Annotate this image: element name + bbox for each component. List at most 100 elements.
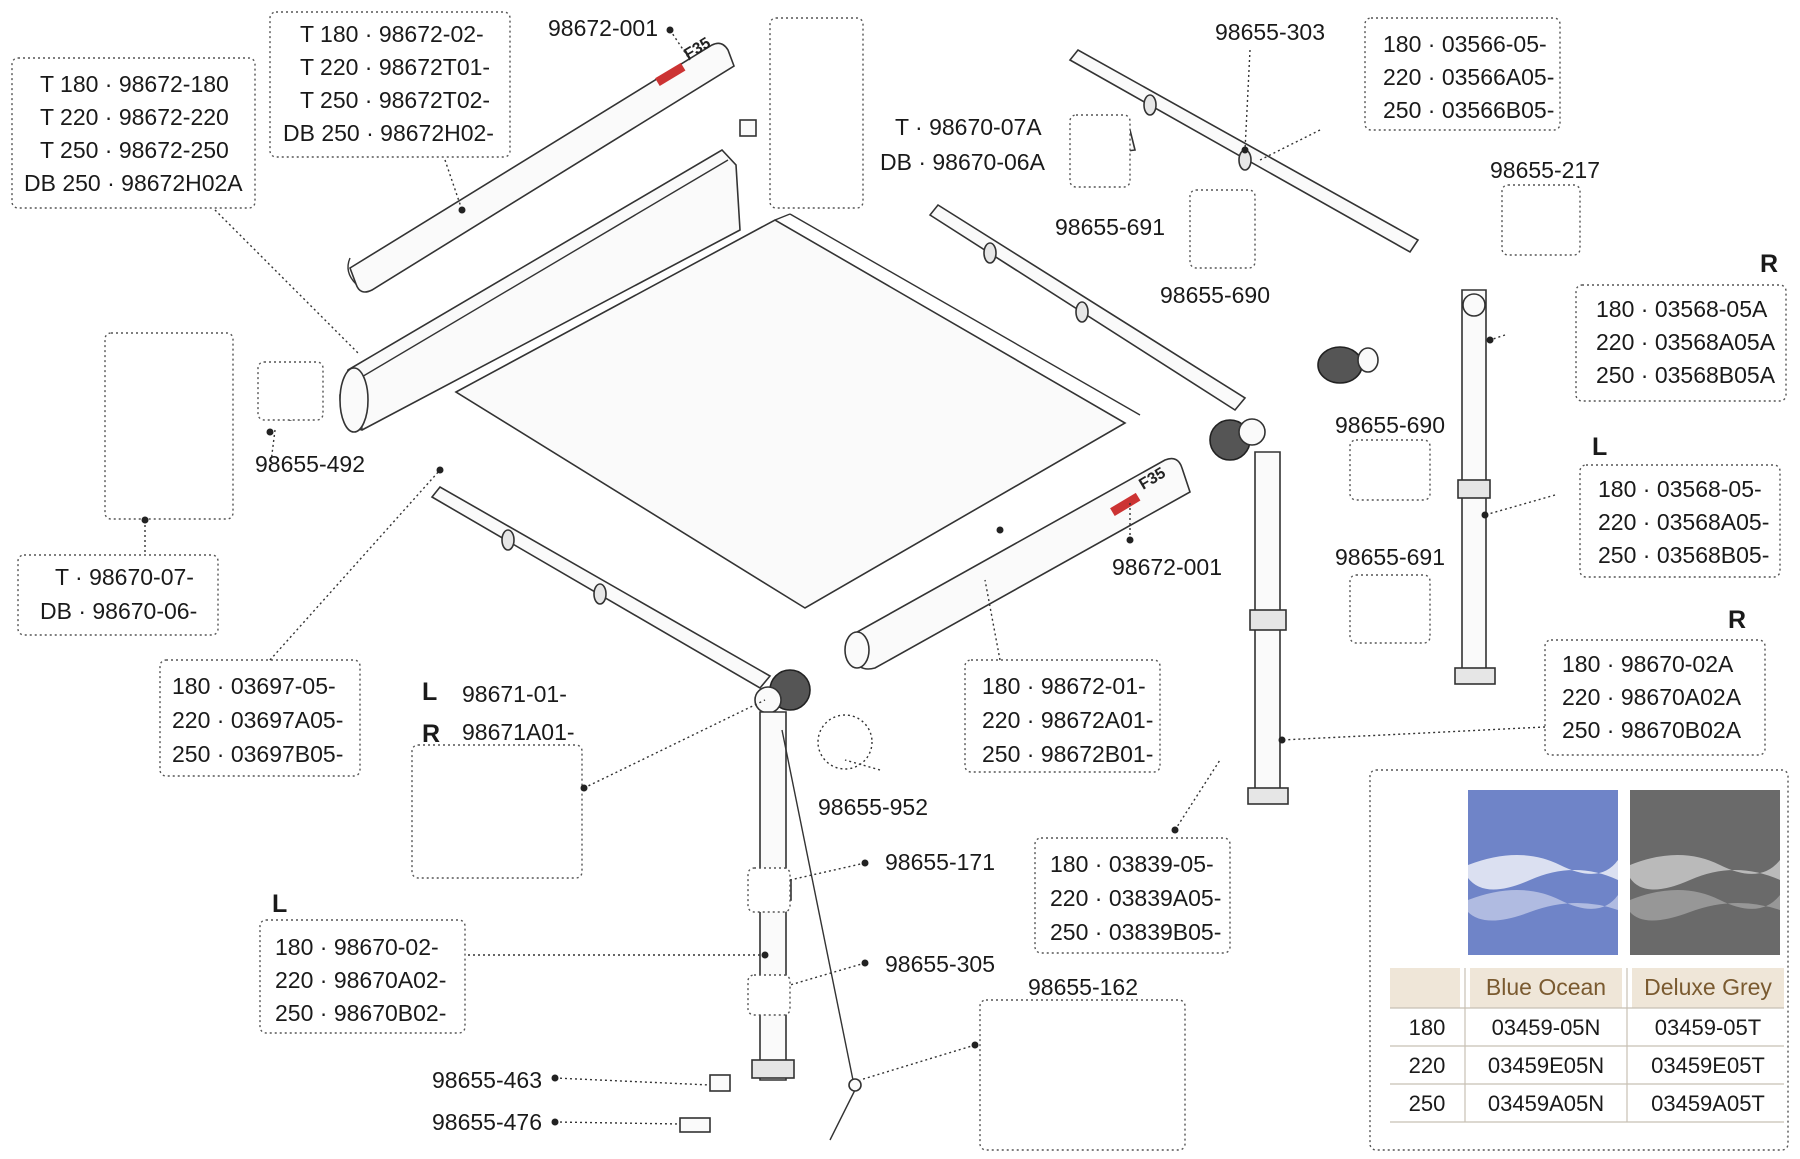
callout-line: 250 · 98670B02A bbox=[1562, 717, 1742, 743]
table-cell: 03459E05T bbox=[1651, 1053, 1765, 1078]
callout-line: 220 · 98670A02A bbox=[1562, 684, 1742, 710]
callout-line: 250 · 03839B05- bbox=[1050, 919, 1221, 945]
part-number: 98672-001 bbox=[1112, 554, 1222, 580]
callout-line: 220 · 03697A05- bbox=[172, 707, 343, 733]
callout-case-rear: T 180 · 98672-180 T 220 · 98672-220 T 25… bbox=[24, 71, 243, 196]
callout-end-caps-lower: T · 98670-07- DB · 98670-06- bbox=[40, 564, 197, 624]
callout-front-rail: 180 · 98672-01- 220 · 98672A01- 250 · 98… bbox=[982, 673, 1153, 767]
case-rear bbox=[339, 148, 741, 433]
table-cell: 220 bbox=[1409, 1053, 1446, 1078]
callout-line: DB · 98670-06A bbox=[880, 149, 1046, 175]
fabric-swatch-table: Blue Ocean Deluxe Grey 180 03459-05N 034… bbox=[1390, 790, 1784, 1123]
callout-line: 180 · 03568-05A bbox=[1596, 296, 1768, 322]
callout-line: T 180 · 98672-180 bbox=[40, 71, 229, 97]
table-cell: 03459E05N bbox=[1488, 1053, 1604, 1078]
callout-clip-217: 98655-217 bbox=[1490, 157, 1600, 183]
callout-line: 220 · 03566A05- bbox=[1383, 64, 1554, 90]
callout-line: 250 · 03568B05- bbox=[1598, 542, 1769, 568]
callout-leg-l-lower: L 180 · 98670-02- 220 · 98670A02- 250 · … bbox=[272, 890, 446, 1026]
part-number: 98655-690 bbox=[1335, 412, 1445, 438]
callout-line: 220 · 03568A05- bbox=[1598, 509, 1769, 535]
callout-top-logo: 98672-001 bbox=[548, 15, 658, 41]
callout-line: T 180 · 98672-02- bbox=[300, 21, 484, 47]
side-mark-l: L bbox=[422, 678, 437, 706]
callout-line: 250 · 98670B02- bbox=[275, 1000, 446, 1026]
callout-line: 180 · 98670-02A bbox=[1562, 651, 1734, 677]
side-mark-r: R bbox=[1728, 606, 1746, 634]
case-cover-top bbox=[347, 42, 735, 293]
leg-right bbox=[1247, 451, 1289, 805]
foot-476 bbox=[679, 1117, 711, 1133]
joint-right-front bbox=[1209, 418, 1266, 461]
callout-leg-mid: 180 · 03839-05- 220 · 03839A05- 250 · 03… bbox=[1050, 851, 1221, 945]
callout-end-caps-t-db: T · 98670-07A DB · 98670-06A bbox=[880, 114, 1046, 175]
callout-foot-463: 98655-463 bbox=[432, 1067, 542, 1093]
callout-joint-kit: L R 98671-01- 98671A01- bbox=[422, 678, 575, 748]
side-mark-l: L bbox=[272, 890, 287, 918]
part-number: 98655-690 bbox=[1160, 282, 1270, 308]
anchor-dots bbox=[141, 26, 1494, 1126]
callout-line: 180 · 98670-02- bbox=[275, 934, 439, 960]
callout-line: 250 · 03568B05A bbox=[1596, 362, 1776, 388]
callout-knob-691-top: 98655-691 bbox=[1055, 214, 1165, 240]
callout-line: 220 · 98670A02- bbox=[275, 967, 446, 993]
table-header-blue-ocean: Blue Ocean bbox=[1486, 974, 1606, 1000]
callout-clip-171: 98655-171 bbox=[885, 849, 995, 875]
callout-line: 180 · 98672-01- bbox=[982, 673, 1146, 699]
front-rail bbox=[844, 457, 1191, 670]
part-number: 98672-001 bbox=[548, 15, 658, 41]
side-mark-r: R bbox=[422, 720, 440, 748]
leg-far-right bbox=[1454, 289, 1496, 685]
callout-rafter-pin: 98655-303 bbox=[1215, 19, 1325, 45]
callout-line: T 220 · 98672T01- bbox=[300, 54, 490, 80]
callout-front-logo: 98672-001 bbox=[1112, 554, 1222, 580]
rafter-arm-rear bbox=[928, 203, 1247, 412]
callout-line: T · 98670-07A bbox=[895, 114, 1042, 140]
joint-left-front bbox=[754, 669, 811, 714]
callout-line: 220 · 03568A05A bbox=[1596, 329, 1776, 355]
callout-rafter-left: 180 · 03697-05- 220 · 03697A05- 250 · 03… bbox=[172, 673, 343, 767]
callout-line: 250 · 98672B01- bbox=[982, 741, 1153, 767]
side-mark-r: R bbox=[1760, 250, 1778, 278]
table-cell: 180 bbox=[1409, 1015, 1446, 1040]
part-number: 98655-305 bbox=[885, 951, 995, 977]
callout-leg-l-upper: L 180 · 03568-05- 220 · 03568A05- 250 · … bbox=[1592, 433, 1769, 568]
part-number: 98655-463 bbox=[432, 1067, 542, 1093]
callout-line: T · 98670-07- bbox=[55, 564, 194, 590]
callout-line: 180 · 03697-05- bbox=[172, 673, 336, 699]
callout-knob-690-mid: 98655-690 bbox=[1335, 412, 1445, 438]
part-number: 98655-952 bbox=[818, 794, 928, 820]
callout-line: T 250 · 98672T02- bbox=[300, 87, 490, 113]
part-number: 98655-492 bbox=[255, 451, 365, 477]
part-number: 98655-691 bbox=[1335, 544, 1445, 570]
table-cell: 03459-05N bbox=[1492, 1015, 1601, 1040]
callout-line: 250 · 03566B05- bbox=[1383, 97, 1554, 123]
table-cell: 03459-05T bbox=[1655, 1015, 1761, 1040]
callout-line: T 220 · 98672-220 bbox=[40, 104, 229, 130]
callout-pegs-162: 98655-162 bbox=[1028, 974, 1138, 1000]
callout-knob-690-top: 98655-690 bbox=[1160, 282, 1270, 308]
callout-line: DB 250 · 98672H02A bbox=[24, 170, 243, 196]
callout-foot-476: 98655-476 bbox=[432, 1109, 542, 1135]
part-number: 98655-171 bbox=[885, 849, 995, 875]
callout-line: 180 · 03566-05- bbox=[1383, 31, 1547, 57]
callout-line: 180 · 03568-05- bbox=[1598, 476, 1762, 502]
part-number: 98655-217 bbox=[1490, 157, 1600, 183]
table-cell: 250 bbox=[1409, 1091, 1446, 1116]
callout-bracket-492: 98655-492 bbox=[255, 451, 365, 477]
hub-690-large bbox=[1317, 346, 1379, 384]
callout-line: DB · 98670-06- bbox=[40, 598, 197, 624]
part-number: 98655-691 bbox=[1055, 214, 1165, 240]
tension-strap bbox=[781, 729, 862, 1141]
fabric-sheet bbox=[454, 213, 1141, 609]
callout-leg-r-lower: R 180 · 98670-02A 220 · 98670A02A 250 · … bbox=[1562, 606, 1746, 743]
side-mark-l: L bbox=[1592, 433, 1607, 461]
part-number: 98655-303 bbox=[1215, 19, 1325, 45]
callout-leg-r-upper: R 180 · 03568-05A 220 · 03568A05A 250 · … bbox=[1596, 250, 1778, 388]
table-header-deluxe-grey: Deluxe Grey bbox=[1644, 974, 1772, 1000]
callout-line: DB 250 · 98672H02- bbox=[283, 120, 494, 146]
callout-tension-952: 98655-952 bbox=[818, 794, 928, 820]
part-number: 98655-162 bbox=[1028, 974, 1138, 1000]
callout-line: 98671A01- bbox=[462, 719, 575, 745]
